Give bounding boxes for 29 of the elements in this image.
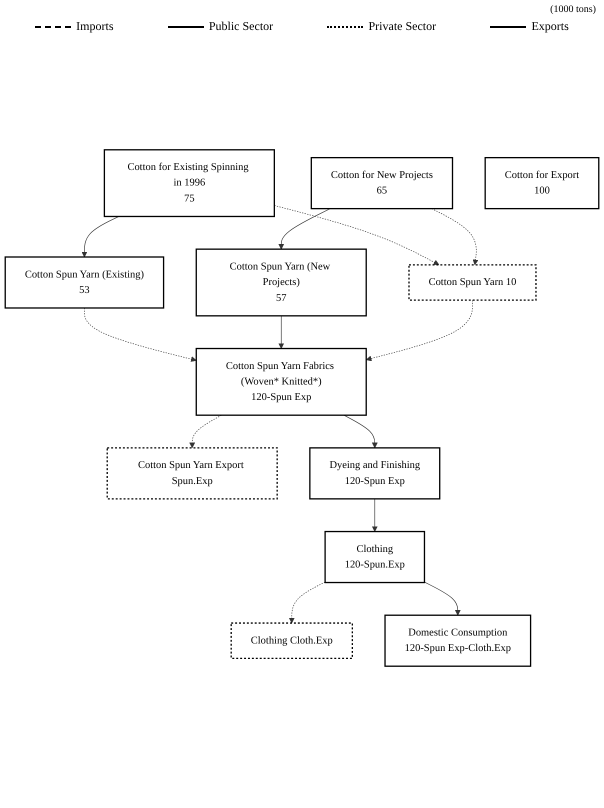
arrow bbox=[288, 582, 326, 624]
arrow bbox=[274, 205, 440, 266]
arrow bbox=[372, 498, 378, 532]
node-box: Cotton for Existing Spinning in 1996 75 bbox=[104, 149, 275, 218]
arrow bbox=[366, 300, 473, 362]
node-box: Cotton Spun Yarn 10 bbox=[408, 264, 537, 301]
node-box: Cotton for Export 100 bbox=[484, 156, 600, 210]
arrow bbox=[278, 316, 284, 349]
arrow bbox=[424, 582, 461, 616]
node-box: Clothing 120-Spun.Exp bbox=[324, 530, 426, 584]
arrow bbox=[189, 414, 222, 448]
legend-label: Imports bbox=[76, 19, 114, 34]
node-box: Dyeing and Finishing 120-Spun Exp bbox=[309, 447, 440, 500]
unit-note: (1000 tons) bbox=[550, 4, 596, 15]
node-box: Cotton Spun Yarn (New Projects) 57 bbox=[196, 248, 367, 316]
legend-label: Exports bbox=[531, 19, 569, 34]
arrow bbox=[84, 308, 197, 362]
node-box: Cotton Spun Yarn Export Spun.Exp bbox=[106, 447, 278, 500]
node-box: Cotton Spun Yarn Fabrics (Woven* Knitted*) 120-Spun Exp bbox=[196, 348, 367, 416]
node-box: Clothing Cloth.Exp bbox=[230, 622, 353, 660]
arrow bbox=[431, 208, 478, 266]
legend-label: Private Sector bbox=[368, 19, 436, 34]
legend-label: Public Sector bbox=[208, 19, 274, 34]
node-box: Cotton Spun Yarn (Existing) 53 bbox=[4, 256, 164, 309]
arrow bbox=[82, 216, 120, 258]
arrow bbox=[278, 208, 331, 250]
node-box: Domestic Consumption 120-Spun Exp-Cloth.Exp bbox=[384, 614, 532, 667]
arrow bbox=[344, 414, 378, 448]
node-box: Cotton for New Projects 65 bbox=[310, 156, 454, 210]
